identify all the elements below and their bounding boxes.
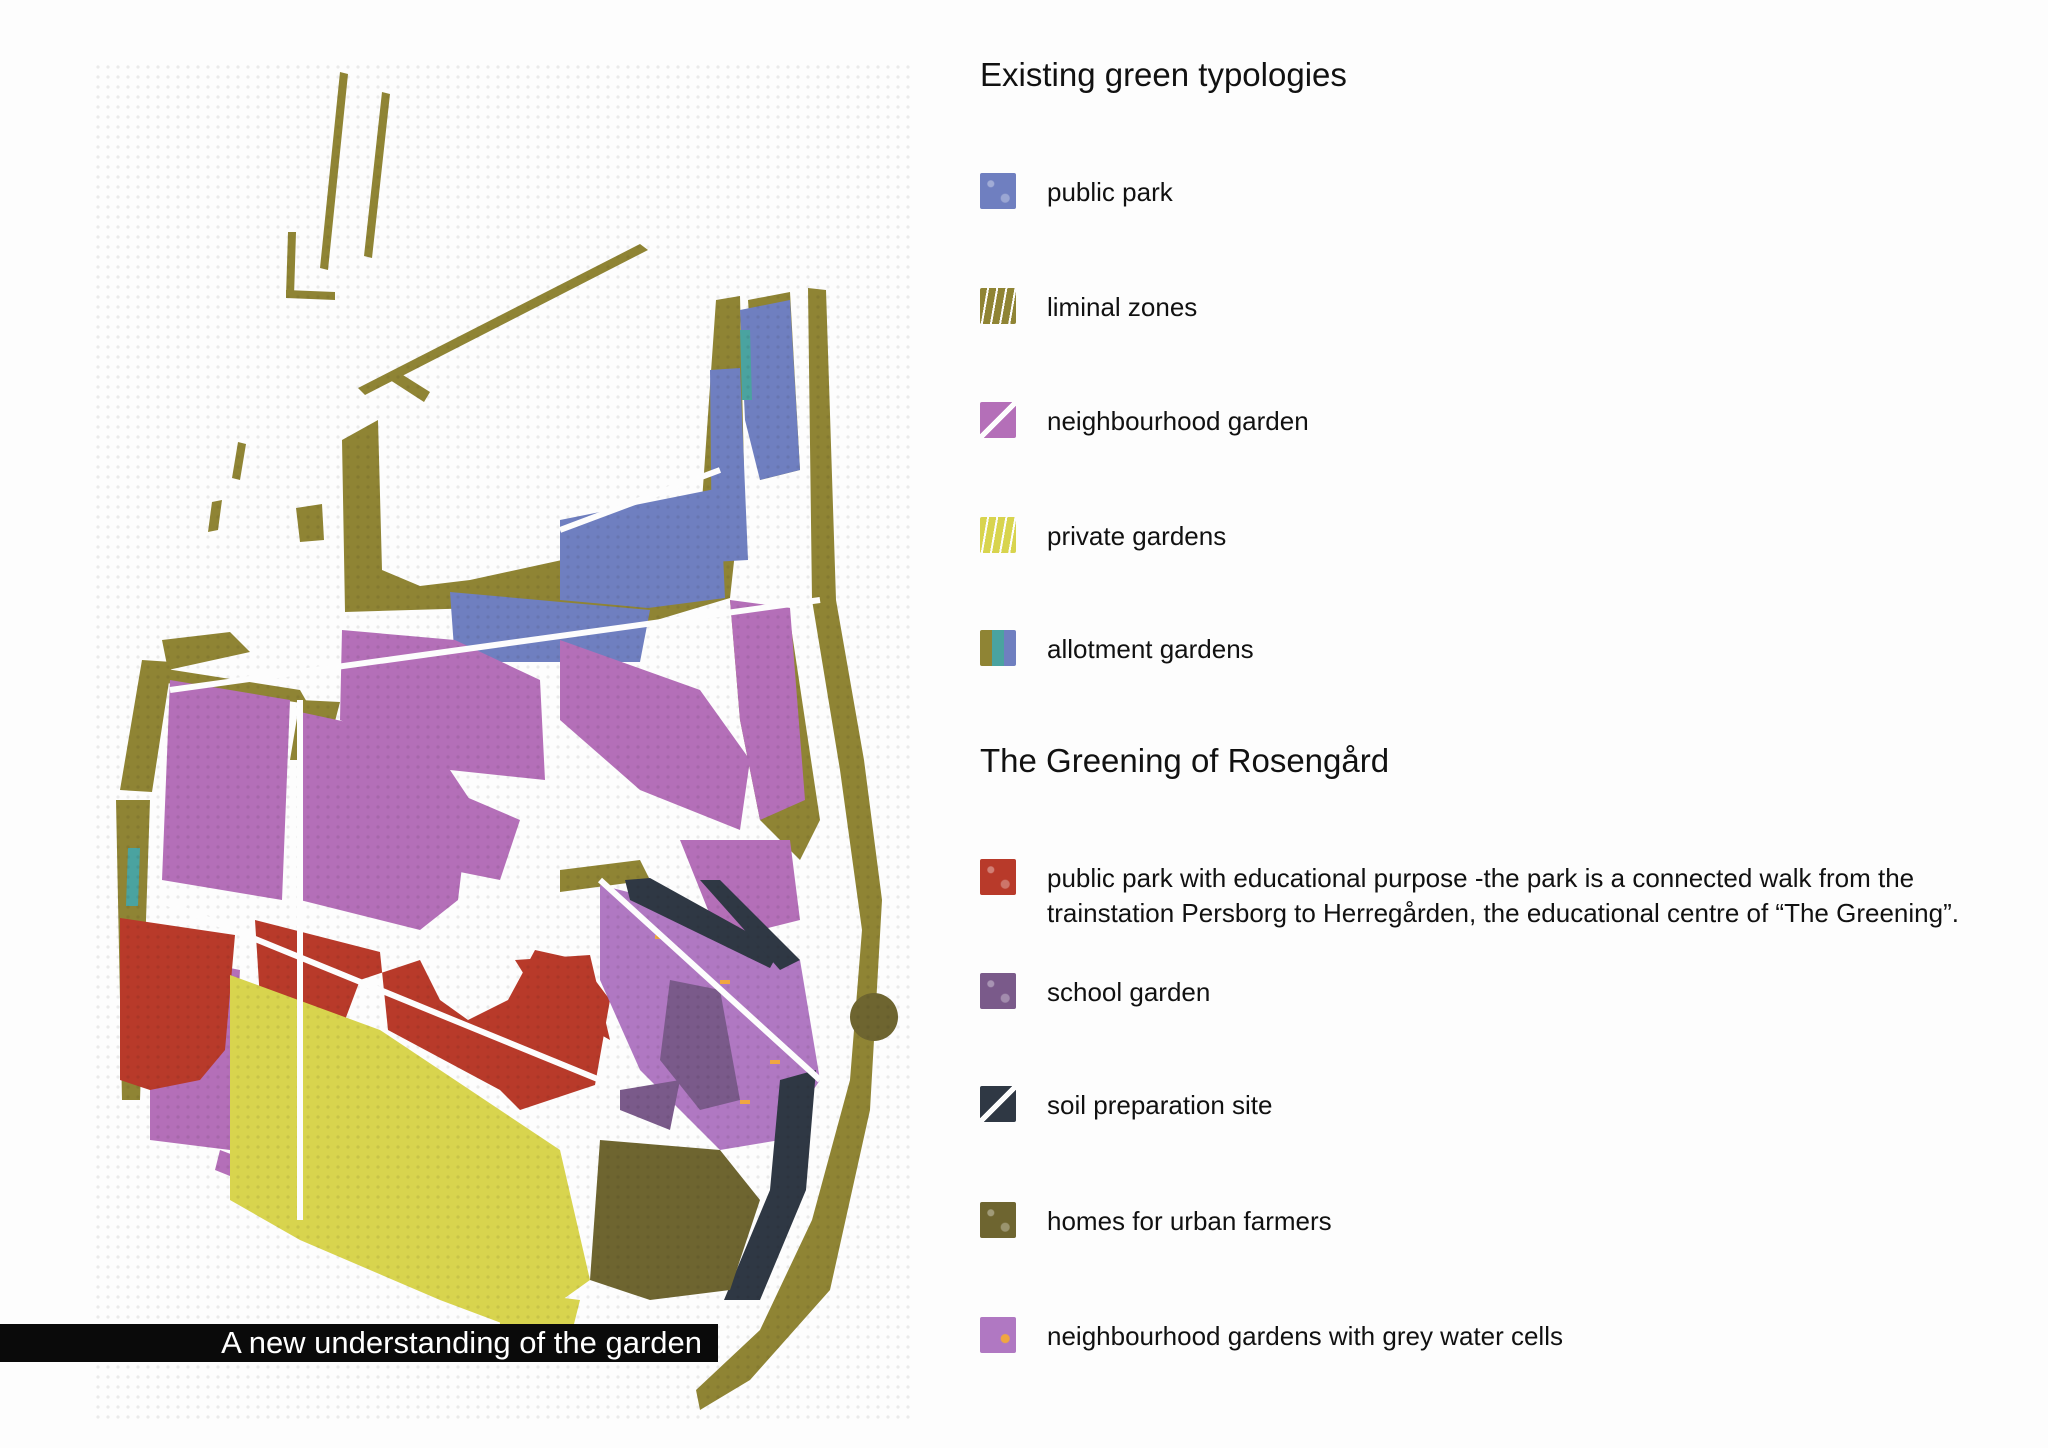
grey-water-gardens-swatch <box>980 1317 1016 1353</box>
district-map: A new understanding of the garden <box>0 0 940 1448</box>
legend-heading-greening: The Greening of Rosengård <box>980 742 1390 779</box>
pathways <box>158 467 823 1220</box>
legend-item-label: neighbourhood garden <box>1047 406 1309 436</box>
public-park-swatch <box>980 173 1016 209</box>
soil-preparation-swatch <box>980 1086 1016 1122</box>
legend-item-label: liminal zones <box>1047 292 1198 322</box>
legend-item-label: public park <box>1047 177 1173 207</box>
legend-item-label: allotment gardens <box>1047 634 1254 664</box>
legend-heading-existing: Existing green typologies <box>980 56 1347 93</box>
liminal-zones-swatch <box>980 288 1016 324</box>
legend-item-label: neighbourhood gardens with grey water ce… <box>1047 1321 1563 1351</box>
map-caption: A new understanding of the garden <box>0 1324 718 1362</box>
legend-item-label: school garden <box>1047 977 1211 1007</box>
legend-item-label: homes for urban farmers <box>1047 1206 1332 1236</box>
legend: Existing green typologies public park li… <box>980 0 2020 1448</box>
urban-farmers-swatch <box>980 1202 1016 1238</box>
neighbourhood-garden-swatch <box>980 402 1016 438</box>
legend-item-label: private gardens <box>1047 521 1227 551</box>
legend-item-label: soil preparation site <box>1047 1090 1273 1120</box>
allotment-gardens-swatch <box>980 630 1016 666</box>
educational-park-swatch <box>980 859 1016 895</box>
map-plan-svg <box>90 60 910 1420</box>
private-gardens-swatch <box>980 517 1016 553</box>
school-garden-swatch <box>980 973 1016 1009</box>
legend-item-label: public park with educational purpose -th… <box>1047 863 1959 928</box>
